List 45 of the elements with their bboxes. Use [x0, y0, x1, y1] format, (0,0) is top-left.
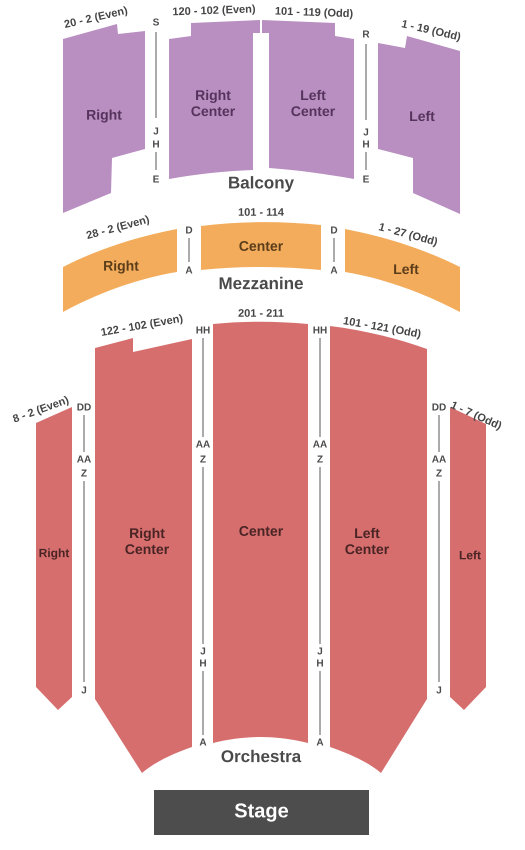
- seat-range-label: 120 - 102 (Even): [173, 4, 255, 16]
- row-letter: Z: [436, 470, 442, 476]
- row-letter: H: [200, 660, 206, 666]
- seating-section: Center: [213, 322, 308, 743]
- row-letter: DD: [77, 404, 91, 410]
- seating-section: Left Center: [262, 20, 354, 179]
- row-letter: HH: [196, 326, 210, 334]
- row-letter: H: [153, 140, 159, 148]
- row-letter: J: [363, 128, 368, 136]
- row-letter: Z: [200, 456, 206, 462]
- row-letter: J: [153, 128, 158, 134]
- row-letter: E: [153, 176, 159, 182]
- row-letter: D: [186, 226, 192, 234]
- row-letter: A: [186, 266, 192, 274]
- row-letter: E: [363, 176, 369, 182]
- row-letter: DD: [432, 404, 446, 410]
- row-letter: AA: [313, 440, 327, 448]
- row-letter: AA: [77, 456, 91, 462]
- row-letter: HH: [313, 326, 327, 334]
- level-name: Orchestra: [222, 750, 302, 762]
- row-letter: J: [200, 648, 206, 654]
- seat-range-label: 122 - 102 (Even): [101, 314, 183, 336]
- row-letter: J: [317, 648, 322, 654]
- seat-range-label: 101 - 119 (Odd): [276, 7, 353, 20]
- row-letter: J: [436, 686, 442, 694]
- row-letter: H: [317, 660, 323, 666]
- row-letter: Z: [317, 456, 323, 462]
- row-letter: S: [152, 18, 159, 26]
- stage-box: Stage: [154, 790, 369, 835]
- row-letter: AA: [432, 456, 446, 462]
- level-name: Mezzanine: [220, 276, 303, 290]
- seat-range-label: 101 - 114: [238, 208, 284, 216]
- row-letter: AA: [196, 440, 210, 448]
- seating-section: Right Center: [95, 338, 192, 773]
- row-letter: A: [316, 738, 324, 746]
- row-letter: A: [330, 266, 338, 274]
- row-letter: H: [363, 140, 369, 148]
- level-name: Balcony: [229, 176, 294, 192]
- seat-range-label: 201 - 211: [238, 309, 284, 317]
- row-letter: A: [200, 738, 206, 746]
- row-letter: Z: [81, 470, 87, 476]
- seating-section: Center: [201, 222, 321, 270]
- row-letter: J: [81, 686, 86, 694]
- row-letter: R: [363, 30, 370, 38]
- row-letter: D: [331, 226, 338, 234]
